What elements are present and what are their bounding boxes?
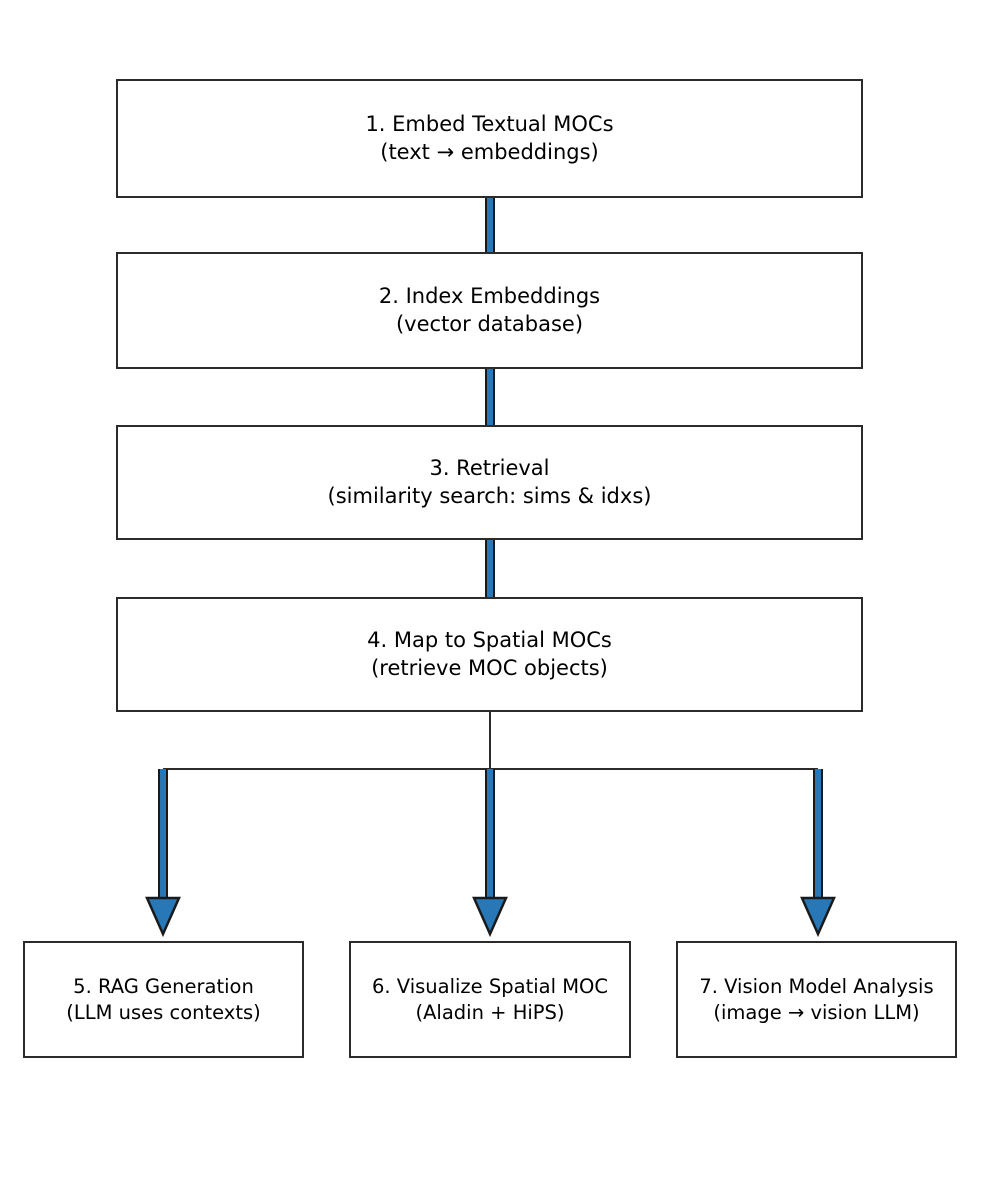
- node-step5[interactable]: 5. RAG Generation (LLM uses contexts): [23, 941, 304, 1058]
- node-step4[interactable]: 4. Map to Spatial MOCs (retrieve MOC obj…: [116, 597, 863, 712]
- edge-step4-branch: [163, 711, 818, 770]
- node-step5-label: 5. RAG Generation (LLM uses contexts): [66, 975, 261, 1024]
- node-step1[interactable]: 1. Embed Textual MOCs (text → embeddings…: [116, 79, 863, 198]
- node-step7[interactable]: 7. Vision Model Analysis (image → vision…: [676, 941, 957, 1058]
- edge-branch-step6: [472, 769, 508, 938]
- edge-branch-step7: [800, 769, 836, 938]
- node-step3[interactable]: 3. Retrieval (similarity search: sims & …: [116, 425, 863, 540]
- node-step7-label: 7. Vision Model Analysis (image → vision…: [699, 975, 934, 1024]
- node-step2-label: 2. Index Embeddings (vector database): [378, 283, 601, 336]
- node-step6-label: 6. Visualize Spatial MOC (Aladin + HiPS): [372, 975, 608, 1024]
- node-step6[interactable]: 6. Visualize Spatial MOC (Aladin + HiPS): [349, 941, 631, 1058]
- node-step1-label: 1. Embed Textual MOCs (text → embeddings…: [365, 111, 614, 164]
- node-step2[interactable]: 2. Index Embeddings (vector database): [116, 252, 863, 369]
- node-step4-label: 4. Map to Spatial MOCs (retrieve MOC obj…: [367, 627, 612, 680]
- edge-branch-step5: [145, 769, 181, 938]
- node-step3-label: 3. Retrieval (similarity search: sims & …: [327, 455, 652, 508]
